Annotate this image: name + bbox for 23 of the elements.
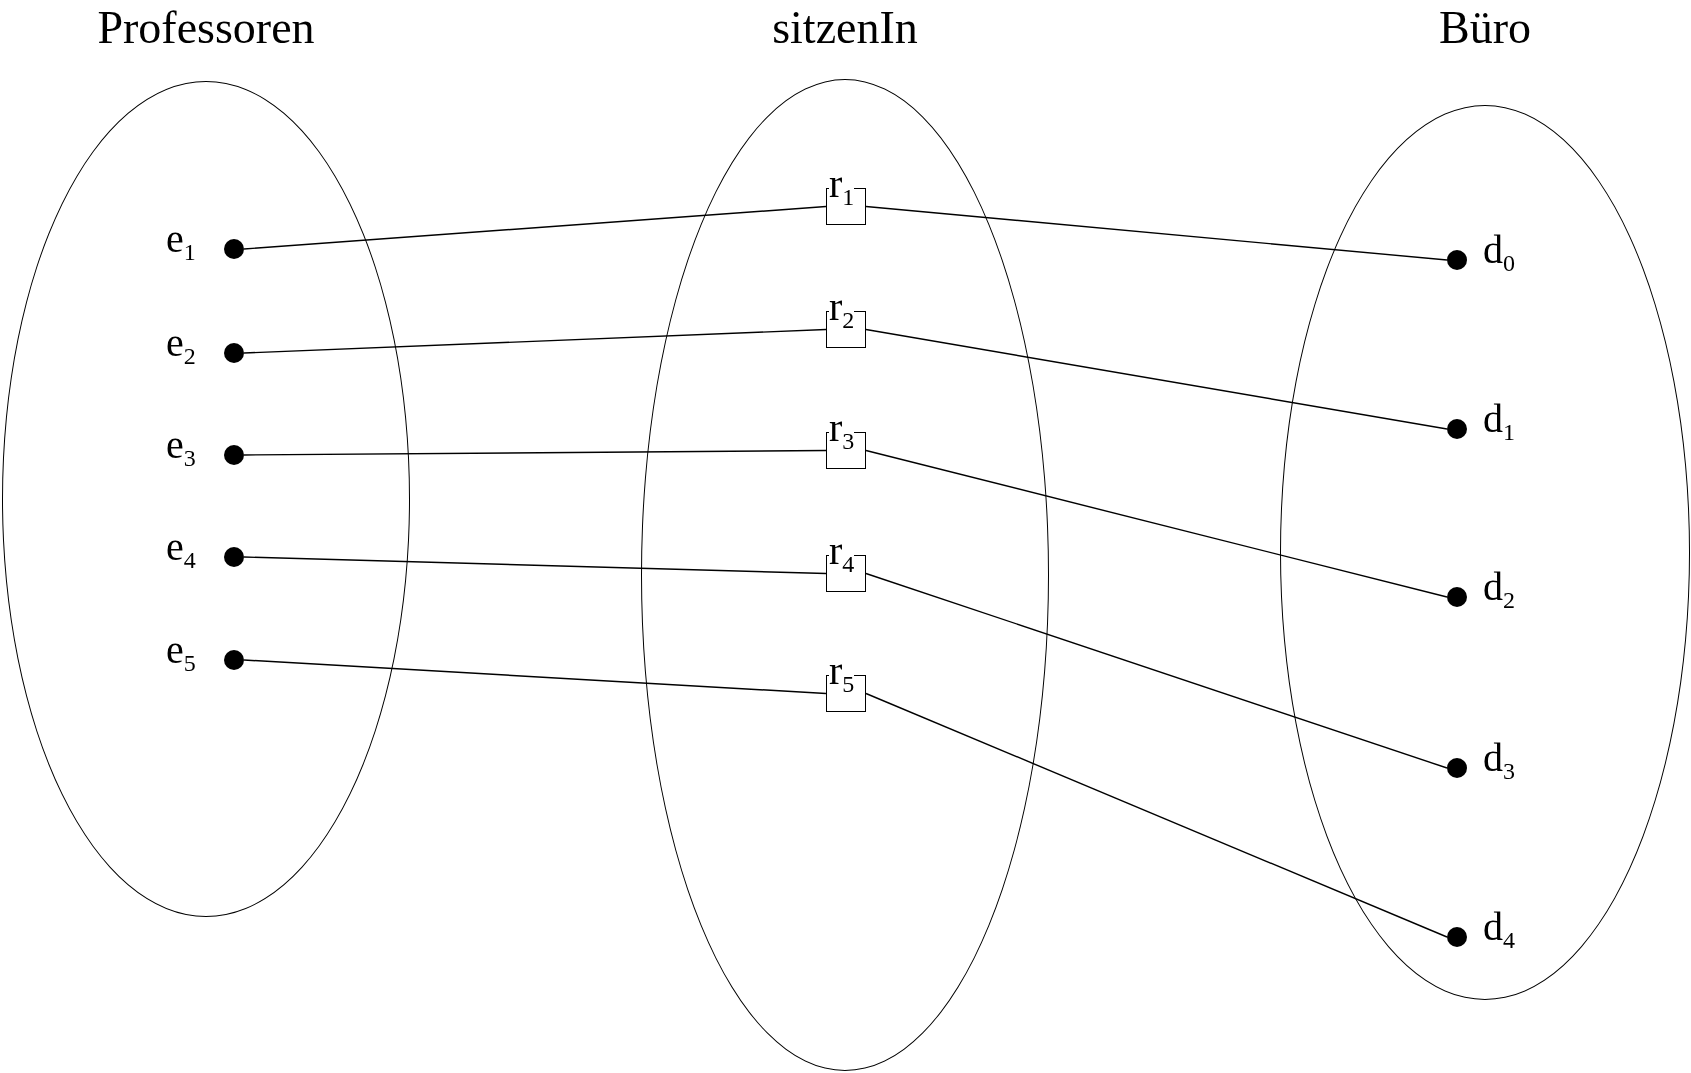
set-title: Professoren: [97, 3, 315, 54]
connector-line: [865, 449, 1448, 598]
set-title: sitzenIn: [772, 3, 918, 54]
point-label: d$_{0}$: [1483, 230, 1515, 270]
point-label: d$_{4}$: [1483, 907, 1515, 947]
set-title: Büro: [1439, 3, 1531, 54]
connector-line: [865, 328, 1448, 430]
connector-line: [243, 556, 827, 575]
point-label: e$_{3}$: [166, 425, 196, 465]
point-label: e$_{4}$: [166, 527, 196, 567]
connector-line: [243, 205, 827, 250]
connector-line: [865, 692, 1448, 938]
point-label: d$_{2}$: [1483, 567, 1515, 607]
point-label: d$_{1}$: [1483, 399, 1515, 439]
point-label: e$_{1}$: [166, 219, 196, 259]
connector-line: [243, 328, 827, 354]
connector-line: [865, 205, 1448, 261]
point-label: d$_{3}$: [1483, 738, 1515, 778]
connector-line: [243, 659, 827, 695]
connector-line: [865, 572, 1448, 769]
connector-line: [243, 449, 827, 456]
point-label: e$_{2}$: [166, 323, 196, 363]
point-label: e$_{5}$: [166, 630, 196, 670]
